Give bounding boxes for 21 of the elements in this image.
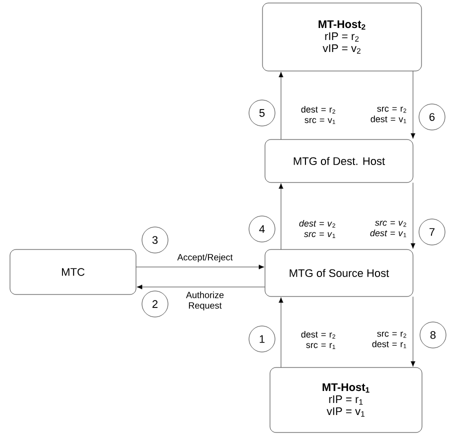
edge-label: dest = v$_{2}$ src = v$_{1}$ xyxy=(299,220,336,238)
arrow xyxy=(410,71,416,139)
process-box: MT-Host$_{2}$ rIP = r$_{2}$ vIP = v$_{2}$ xyxy=(262,2,422,72)
arrow xyxy=(136,264,264,270)
process-box: MTG of Dest. Host xyxy=(264,139,414,183)
arrow xyxy=(278,297,284,368)
edge-label: Accept/Reject xyxy=(177,254,233,262)
arrow xyxy=(278,72,284,140)
process-box: MTG of Source Host xyxy=(264,249,414,297)
arrow xyxy=(278,183,284,250)
process-box: MTC xyxy=(10,249,136,295)
arrow xyxy=(410,182,416,249)
arrow xyxy=(136,284,265,290)
edge-label: dest = r$_{2}$ src = r$_{1}$ xyxy=(301,330,336,350)
arrow xyxy=(410,296,416,367)
edge-label: src = r$_{2}$ dest = v$_{1}$ xyxy=(370,106,406,124)
edge-label: src = v$_{2}$ dest = v$_{1}$ xyxy=(370,220,406,238)
edge-label: Authorize Request xyxy=(186,292,224,310)
process-box: MT-Host$_{1}$ rIP = r$_{1}$ vIP = v$_{1}$ xyxy=(270,367,422,433)
edge-label: dest = r$_{2}$ src = v$_{1}$ xyxy=(301,106,336,124)
edge-label: src = r$_{2}$ dest = r$_{1}$ xyxy=(372,332,406,348)
